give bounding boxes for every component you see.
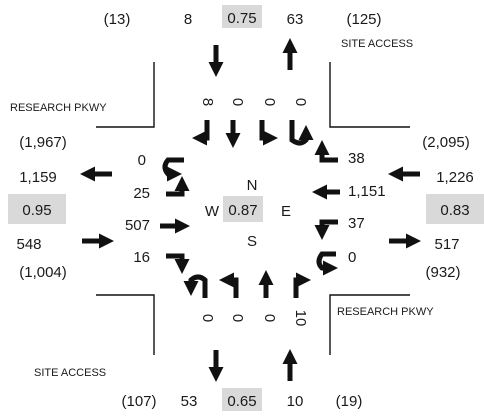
west-turn-through-count: 507 [125,217,150,234]
street-label-east: RESEARCH PKWY [337,306,434,318]
south-daily-out: (19) [336,393,363,410]
north-phf-box [222,5,262,28]
west-daily-out: (1,967) [19,134,67,151]
west-phf-box [8,194,66,224]
east-turn-right-count: 0 [348,249,356,266]
street-label-south: SITE ACCESS [34,367,106,379]
north-turn-uturn-count: 0 [292,98,309,106]
north-phf: 0.75 [227,10,256,27]
south-right-turn-arrow [293,272,311,298]
north-turn-through-count: 0 [229,98,246,106]
north-uturn-arrow [289,120,314,146]
west-turn-right-count: 16 [133,249,150,266]
south-turn-arrows [183,270,311,298]
north-daily-in: (13) [104,11,131,28]
north-right-turn-arrow [192,120,210,146]
south-phf: 0.65 [227,393,256,410]
east-phf-box [426,194,484,224]
west-phf: 0.95 [22,202,51,219]
north-peak-out: 63 [287,11,304,28]
east-peak-in: 517 [434,236,459,253]
south-turn-uturn-count: 0 [199,314,216,322]
north-daily-out: (125) [346,11,381,28]
west-left-turn-arrow [166,176,190,197]
south-daily-in: (107) [121,393,156,410]
east-uturn-arrow [316,251,338,276]
center-phf-box [223,196,263,222]
east-peak-out: 1,226 [436,169,474,186]
east-daily-in: (932) [425,264,460,281]
north-peak-in: 8 [184,11,192,28]
street-label-west: RESEARCH PKWY [10,102,107,114]
east-turn-through-count: 37 [348,215,365,232]
west-uturn-arrow [162,157,184,182]
east-turn-left-count: 1,151 [348,183,386,200]
north-turn-right-count: 8 [199,98,216,106]
street-label-north: SITE ACCESS [341,38,413,50]
west-peak-out: 1,159 [19,169,57,186]
north-turn-arrows [192,120,314,148]
south-uturn-arrow [183,274,208,298]
south-turn-through-count: 0 [261,314,278,322]
east-right-turn-arrow [314,140,338,163]
south-peak-in: 53 [181,393,198,410]
north-turn-left-count: 0 [261,98,278,106]
compass-west: W [205,203,220,220]
east-turn-arrows [312,140,340,276]
south-phf-box [222,388,262,411]
compass-east: E [281,203,291,220]
west-peak-in: 548 [16,236,41,253]
south-turn-left-count: 0 [229,314,246,322]
south-left-turn-arrow [219,272,239,298]
compass-north: N [247,177,258,194]
east-daily-out: (2,095) [422,134,470,151]
east-phf: 0.83 [440,202,469,219]
center-phf: 0.87 [228,202,257,219]
south-turn-right-count: 10 [292,310,309,327]
east-turn-uturn-count: 38 [348,150,365,167]
west-right-turn-arrow [166,253,190,274]
curb-lines [96,62,410,355]
east-left-turn-arrow [314,219,338,240]
compass-south: S [247,233,257,250]
west-turn-left-count: 25 [133,185,150,202]
north-left-turn-arrow [259,120,278,146]
west-daily-in: (1,004) [19,264,67,281]
west-turn-arrows [160,157,190,274]
south-peak-out: 10 [287,393,304,410]
west-turn-uturn-count: 0 [138,152,146,169]
